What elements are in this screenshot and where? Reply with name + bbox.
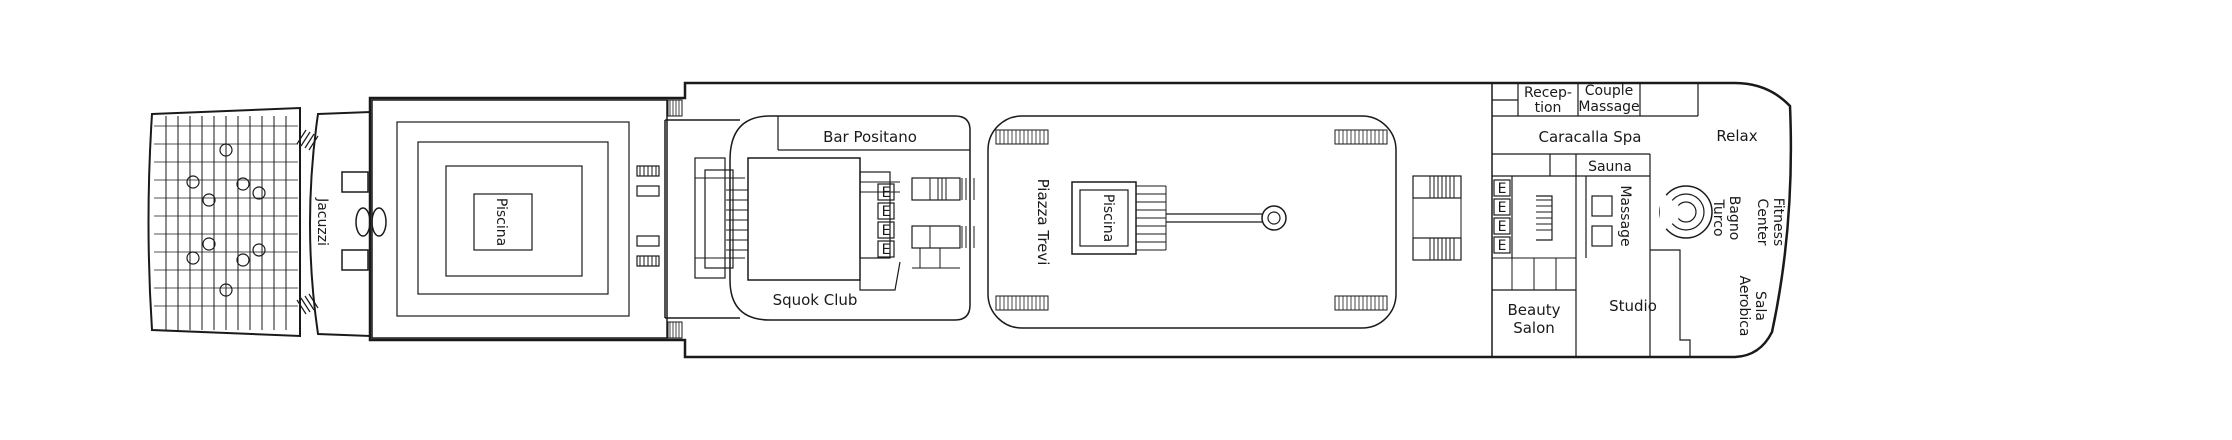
label-squok-club: Squok Club — [773, 291, 858, 309]
elevator-label: E — [882, 242, 891, 258]
elevator-box — [877, 183, 895, 201]
jacuzzi-area: Jacuzzi — [296, 110, 387, 338]
hull-outline — [368, 81, 1793, 359]
piazza-stair-tr — [1334, 129, 1388, 145]
label-studio: Studio — [1609, 297, 1657, 315]
deck-fixtures — [186, 143, 266, 297]
piazza-stair-tl — [995, 129, 1049, 145]
label-couple-2: Massage — [1578, 99, 1639, 115]
aft-stair-bottom — [296, 293, 319, 315]
aft-pool: Piscina — [371, 99, 668, 339]
label-fitness-1: Fitness — [1770, 198, 1786, 247]
label-beauty-1: Beauty — [1508, 301, 1561, 319]
elevator-box — [877, 202, 895, 220]
label-sala-1: Sala — [1752, 291, 1768, 321]
label-relax: Relax — [1716, 127, 1757, 145]
label-jacuzzi: Jacuzzi — [314, 197, 330, 246]
label-massage: Massage — [1617, 185, 1633, 246]
elevator-box — [1493, 198, 1511, 216]
elevator-label: E — [882, 223, 891, 239]
label-piscina-aft: Piscina — [493, 198, 509, 246]
elevator-box — [877, 240, 895, 258]
elevator-label: E — [1498, 219, 1507, 235]
pool-stairs — [667, 99, 683, 339]
label-piscina-mid: Piscina — [1100, 194, 1116, 242]
label-bagno-2: Turco — [1710, 198, 1726, 236]
label-couple-1: Couple — [1585, 83, 1634, 99]
elevator-box — [1493, 217, 1511, 235]
elevator-label: E — [882, 204, 891, 220]
label-bar-positano: Bar Positano — [823, 128, 917, 146]
elevator-label: E — [882, 185, 891, 201]
label-sala-2: Aerobica — [1736, 275, 1752, 336]
elevator-box — [877, 221, 895, 239]
piazza-side-stairs — [937, 178, 947, 200]
label-piazza-trevi: Piazza Trevi — [1034, 179, 1052, 266]
aft-stern-deck — [147, 106, 301, 338]
mid-pool: Piscina — [1071, 181, 1287, 255]
label-beauty-2: Salon — [1513, 319, 1555, 337]
forward-stairs — [1412, 175, 1462, 261]
label-reception-1: Recep- — [1524, 85, 1572, 101]
midship-lobby — [636, 119, 745, 319]
label-sauna: Sauna — [1588, 159, 1632, 175]
label-fitness-2: Center — [1754, 198, 1770, 245]
elevator-box — [1493, 236, 1511, 254]
label-reception-2: tion — [1535, 100, 1562, 116]
elevator-label: E — [1498, 200, 1507, 216]
label-caracalla-spa: Caracalla Spa — [1539, 128, 1642, 146]
aft-stair-top — [296, 129, 319, 151]
stern-deck-slats — [154, 116, 298, 330]
elevator-label: E — [1498, 181, 1507, 197]
elevator-label: E — [1498, 238, 1507, 254]
piazza-stair-br — [1334, 295, 1388, 311]
piazza-trevi: Piazza Trevi — [987, 115, 1397, 329]
elevator-box — [1493, 179, 1511, 197]
piazza-stair-bl — [995, 295, 1049, 311]
label-bagno-1: Bagno — [1726, 196, 1742, 241]
